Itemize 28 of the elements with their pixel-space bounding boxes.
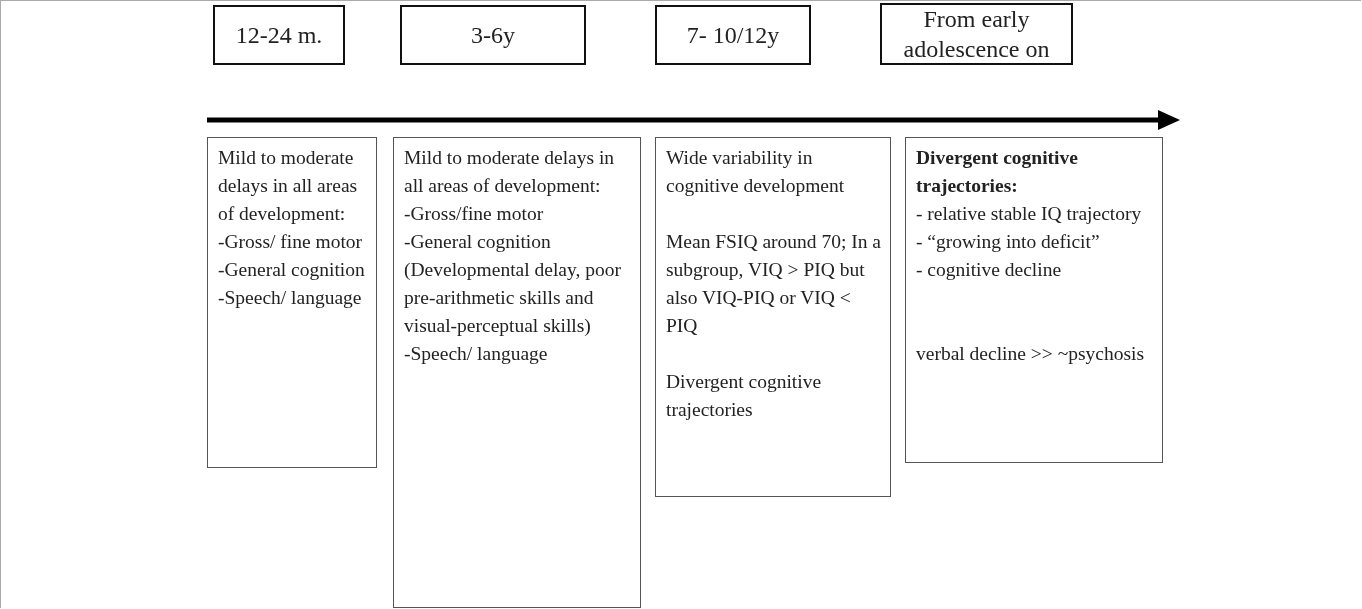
description-text: verbal decline >> ~psychosis	[916, 342, 1146, 366]
age-period-label: 7- 10/12y	[686, 21, 780, 50]
description-text: Divergent cognitive trajectories:	[916, 146, 1079, 198]
period-box	[213, 5, 345, 65]
period-box	[655, 5, 811, 65]
description-text: -Gross/ fine motor	[218, 230, 364, 254]
age-period-label: 12-24 m.	[235, 21, 323, 50]
description-text: Divergent cognitive trajectories	[666, 370, 823, 422]
description-box	[905, 137, 1163, 463]
description-text: -Speech/ language	[404, 342, 549, 366]
description-text: Mild to moderate delays in all areas of development:	[404, 146, 616, 198]
description-text: -General cognition (Developmental delay, poor pre-arithmetic skills and visual-perceptual skills)	[404, 230, 622, 338]
description-text: -Speech/ language	[218, 286, 363, 310]
description-text: - cognitive decline	[916, 258, 1063, 282]
description-text: -Gross/fine motor	[404, 202, 545, 226]
description-text: - relative stable IQ trajectory	[916, 202, 1143, 226]
description-box	[207, 137, 377, 468]
description-box	[393, 137, 641, 608]
period-box	[400, 5, 586, 65]
description-box	[655, 137, 891, 497]
age-period-label: From early adolescence on	[902, 5, 1051, 64]
age-period-label: 3-6y	[471, 21, 515, 50]
period-box	[880, 3, 1073, 65]
description-text: - “growing into deficit”	[916, 230, 1101, 254]
description-text: Mean FSIQ around 70; In a subgroup, VIQ > PIQ but also VIQ-PIQ or VIQ < PIQ	[666, 230, 882, 338]
description-text: -General cognition	[218, 258, 366, 282]
description-text: Mild to moderate delays in all areas of development:	[218, 146, 359, 226]
description-text: Wide variability in cognitive development	[666, 146, 846, 198]
